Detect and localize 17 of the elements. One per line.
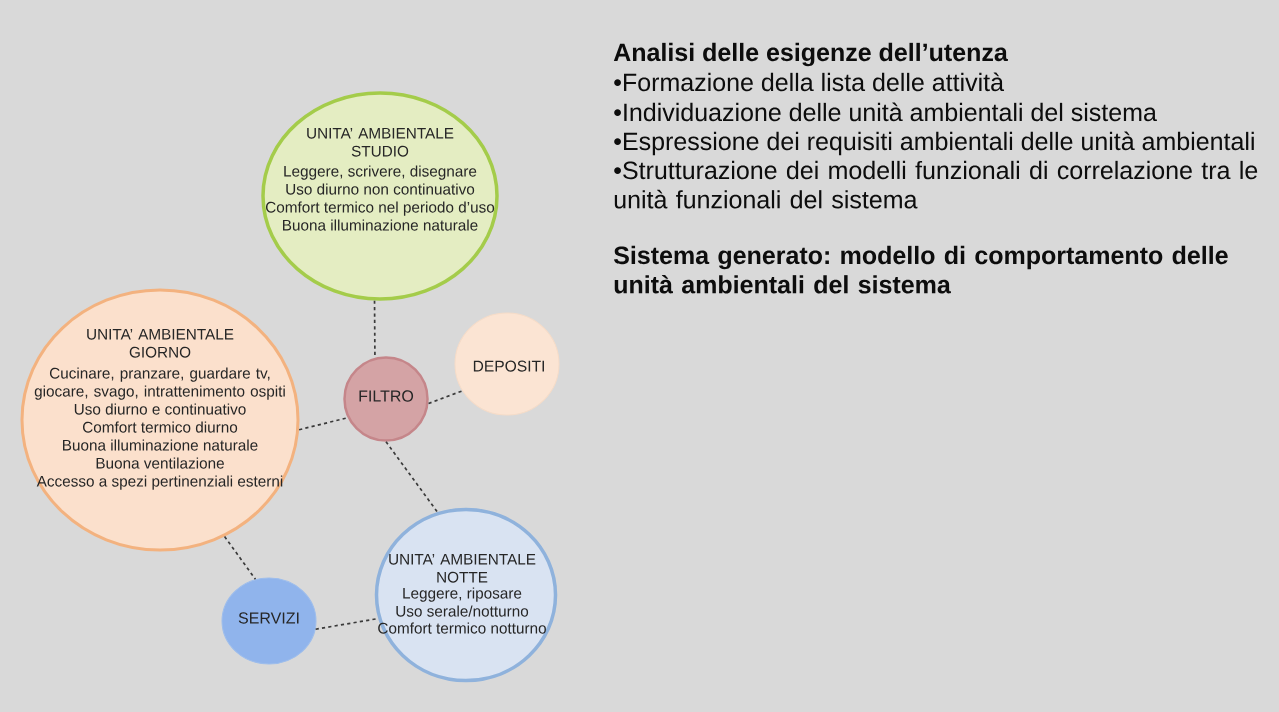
bullet-item: •Formazione della lista delle attività bbox=[614, 72, 1004, 92]
heading: Analisi delle esigenze dell’utenza bbox=[613, 42, 1008, 67]
connector-line bbox=[427, 390, 464, 405]
connector-line bbox=[298, 416, 349, 431]
bullet-item: •Strutturazione dei modelli funzionali di correlazione tra le unità funzionali del sistema bbox=[614, 160, 1258, 209]
circle-node: DEPOSITI bbox=[454, 312, 560, 416]
circle-node: UNITA’ AMBIENTALE NOTTE Leggere, riposare Uso serale/notturno Comfort termico notturno bbox=[374, 507, 558, 683]
connector-line bbox=[314, 617, 379, 631]
bullet-item: •Espressione dei requisiti ambientali delle unità ambientali bbox=[614, 131, 1254, 156]
circle-node: SERVIZI bbox=[221, 577, 317, 665]
bullet-item: •Individuazione delle unità ambientali del sistema bbox=[614, 102, 1157, 122]
circle-node: UNITA’ AMBIENTALE GIORNO Cucinare, pranzare, guardare tv, giocare, svago, intrattenimento ospiti Uso diurno e continuativo Comfort termico diurno Buona illuminazione naturale Buona ventilazione Accesso a spezi pertinenziali esterni bbox=[20, 288, 300, 552]
circle-node: FILTRO bbox=[343, 356, 429, 442]
connector-line bbox=[223, 535, 257, 581]
summary-text: Sistema generato: modello di comportamento delle unità ambientali del sistema bbox=[613, 245, 1228, 294]
circle-node: UNITA’ AMBIENTALE STUDIO Leggere, scrivere, disegnare Uso diurno non continuativo Comfort termico nel periodo d’uso Buona illuminazione naturale bbox=[261, 91, 499, 301]
connector-line bbox=[385, 440, 439, 513]
